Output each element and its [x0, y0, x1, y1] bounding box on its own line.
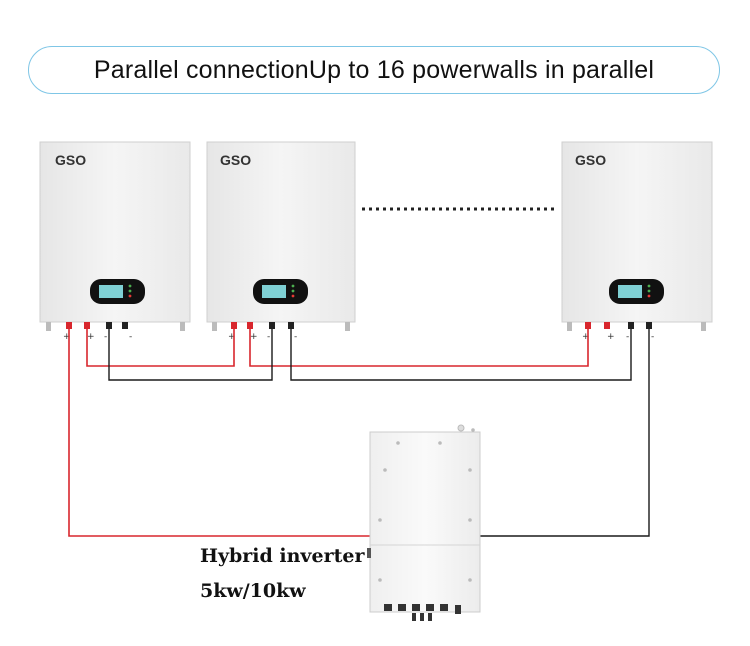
plus-label: + [63, 332, 71, 342]
minus-label: - [267, 332, 270, 342]
diagram-title: Parallel connectionUp to 16 powerwalls i… [28, 46, 720, 94]
plus-label: + [607, 332, 615, 342]
minus-label: - [294, 332, 297, 342]
brand-logo: GSO [575, 152, 606, 168]
display-screen [253, 279, 308, 304]
plus-label: + [582, 332, 590, 342]
positive-wiring [68, 329, 589, 537]
battery-unit-2: GSO + + - - [206, 141, 356, 342]
plus-label: + [87, 332, 95, 342]
brand-logo: GSO [55, 152, 86, 168]
minus-label: - [626, 332, 629, 342]
hybrid-inverter [367, 424, 481, 621]
inverter-name-label: Hybrid inverter [200, 545, 365, 567]
plus-label: + [250, 332, 258, 342]
display-screen [609, 279, 664, 304]
negative-wiring [108, 329, 650, 537]
inverter-rating-label: 5kw/10kw [200, 580, 306, 602]
minus-label: - [651, 332, 654, 342]
inverter-ports [384, 604, 461, 621]
plus-label: + [228, 332, 236, 342]
battery-unit-3: GSO + + - - [561, 141, 713, 342]
battery-unit-1: GSO + + - - [39, 141, 191, 342]
brand-logo: GSO [220, 152, 251, 168]
minus-label: - [129, 332, 132, 342]
minus-label: - [104, 332, 107, 342]
display-screen [90, 279, 145, 304]
